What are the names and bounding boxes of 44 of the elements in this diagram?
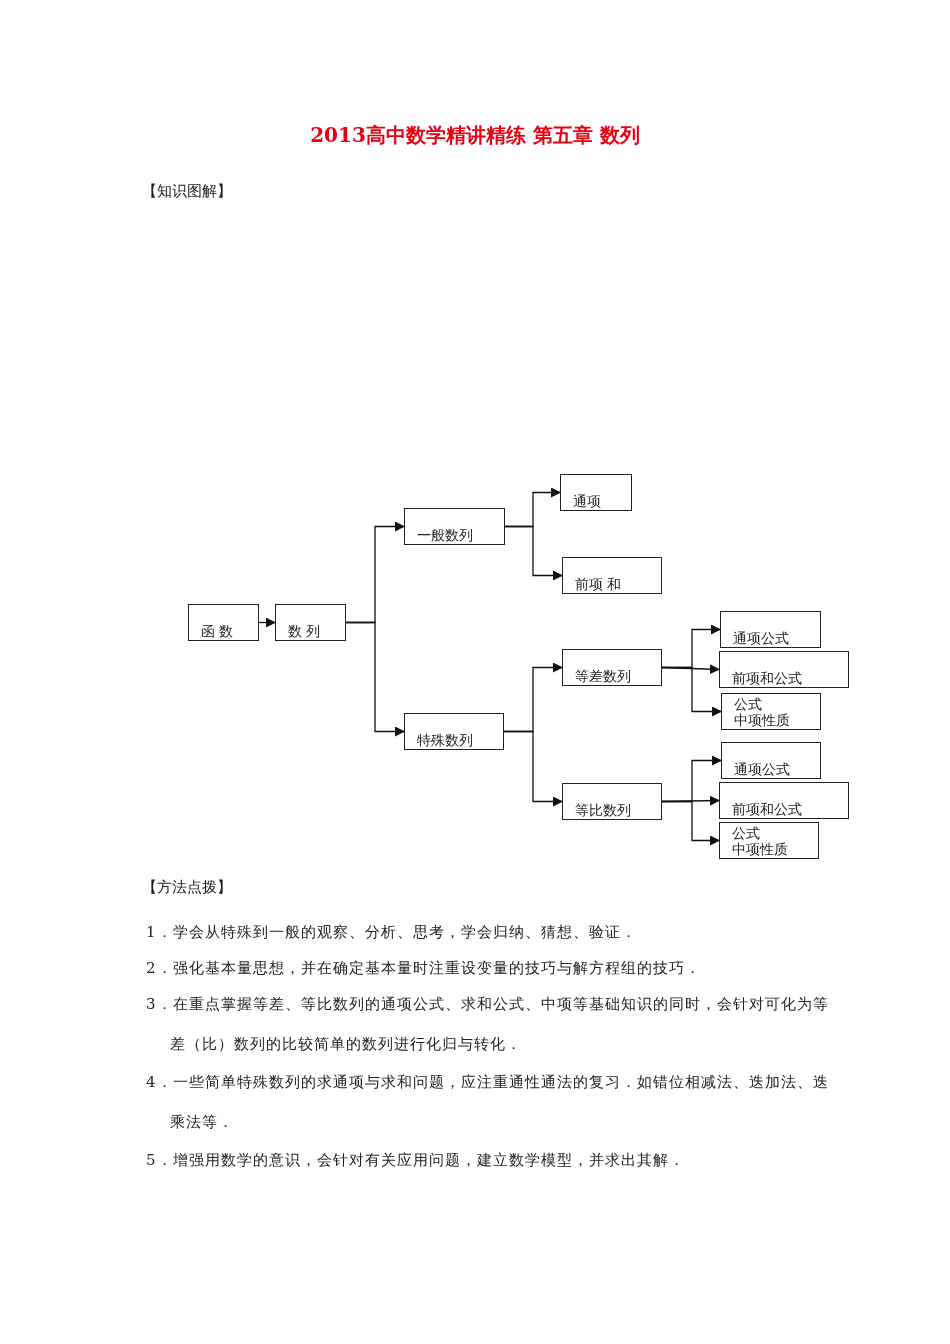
node-label: 函 数 — [201, 623, 234, 639]
node-label: 公式 — [732, 825, 760, 841]
process-box — [562, 649, 662, 686]
process-box — [188, 604, 259, 641]
node-label: 前项和公式 — [732, 801, 802, 817]
list-item: 3．在重点掌握等差、等比数列的通项公式、求和公式、中项等基础知识的同时，会针对可化为等差（比）数列的比较简单的数列进行化归与转化． — [146, 994, 830, 1055]
process-box — [719, 822, 819, 859]
process-box — [720, 611, 821, 648]
process-box — [562, 783, 662, 820]
process-box — [560, 474, 632, 511]
node-label: 数 列 — [288, 623, 321, 639]
process-box — [719, 782, 849, 819]
arrow — [345, 621, 405, 737]
arrow — [258, 617, 276, 628]
node-label: 一般数列 — [417, 527, 473, 543]
process-box — [404, 508, 505, 545]
node-label: 通项公式 — [733, 630, 789, 646]
node-label: 特殊数列 — [417, 732, 473, 748]
list-item: 4．一些简单特殊数列的求通项与求和问题，应注重通性通法的复习．如错位相减法、迭加法、迭乘法等． — [146, 1072, 830, 1133]
node-label: 等差数列 — [575, 668, 631, 684]
list-item: 2．强化基本量思想，并在确定基本量时注重设变量的技巧与解方程组的技巧． — [146, 958, 702, 979]
arrow — [661, 800, 720, 846]
node-label: 通项公式 — [734, 761, 790, 777]
process-box — [562, 557, 662, 594]
node-label: 公式 — [734, 696, 762, 712]
list-item: 5．增强用数学的意识，会针对有关应用问题，建立数学模型，并求出其解． — [146, 1150, 686, 1171]
process-box — [721, 693, 821, 730]
title: 2013高中数学精讲精练 第五章 数列 — [310, 122, 640, 149]
process-box — [404, 713, 504, 750]
process-box — [275, 604, 346, 641]
section-heading: 【方法点拨】 — [142, 878, 232, 897]
arrow — [503, 730, 563, 807]
node-label: 等比数列 — [575, 802, 631, 818]
section-heading: 【知识图解】 — [142, 182, 232, 201]
list-item: 1．学会从特殊到一般的观察、分析、思考，学会归纳、猜想、验证． — [146, 922, 638, 943]
node-label: 前项和公式 — [732, 670, 802, 686]
node-label: 中项性质 — [732, 841, 788, 857]
arrow — [504, 525, 563, 581]
node-label: 中项性质 — [734, 712, 790, 728]
node-label: 通项 — [573, 493, 601, 509]
arrow — [661, 666, 722, 717]
node-label: 前项 和 — [575, 576, 622, 592]
process-box — [719, 651, 849, 688]
process-box — [721, 742, 821, 779]
